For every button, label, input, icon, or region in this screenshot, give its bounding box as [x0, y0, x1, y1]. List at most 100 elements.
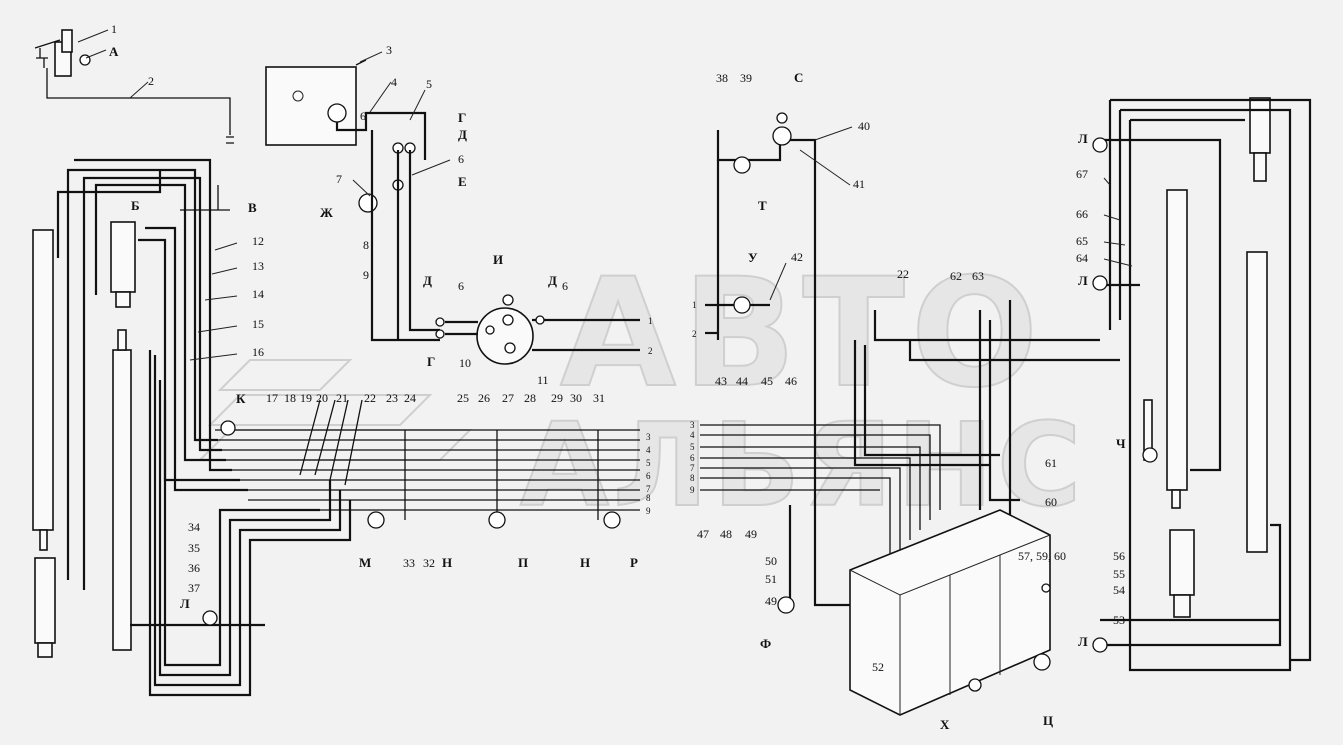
left-manifold: [215, 399, 640, 529]
num-14: 14: [252, 287, 264, 301]
num-22-right: 22: [897, 267, 909, 281]
num-9: 9: [363, 268, 369, 282]
label-k: К: [236, 391, 246, 406]
num-67: 67: [1076, 167, 1088, 181]
num-3: 3: [386, 43, 392, 57]
num-40: 40: [858, 119, 870, 133]
num-36: 36: [188, 561, 200, 575]
label-n-right: Н: [580, 555, 590, 570]
label-l-3: Л: [1078, 634, 1088, 649]
term-7-a: 7: [646, 484, 651, 494]
label-b: Б: [131, 198, 140, 213]
term-2-a: 2: [648, 346, 653, 356]
num-43: 43: [715, 374, 727, 388]
label-a: А: [109, 44, 119, 59]
term-7-b: 7: [690, 463, 695, 473]
num-63: 63: [972, 269, 984, 283]
num-31: 31: [593, 391, 605, 405]
label-e: Е: [458, 174, 467, 189]
num-24: 24: [404, 391, 416, 405]
num-6-left: 6: [458, 279, 464, 293]
num-52: 52: [872, 660, 884, 674]
term-3-a: 3: [646, 432, 651, 442]
num-8: 8: [363, 238, 369, 252]
trailer-brake-valve: [34, 29, 234, 144]
num-46: 46: [785, 374, 797, 388]
num-5: 5: [426, 77, 432, 91]
num-54: 54: [1113, 583, 1125, 597]
term-8-b: 8: [690, 473, 695, 483]
num-10: 10: [459, 356, 471, 370]
label-l-2: Л: [1078, 273, 1088, 288]
label-m: М: [359, 555, 371, 570]
watermark-line1: АВТО: [560, 247, 1044, 421]
num-30: 30: [570, 391, 582, 405]
num-48: 48: [720, 527, 732, 541]
label-d-right: Д: [548, 273, 557, 288]
num-20: 20: [316, 391, 328, 405]
num-17: 17: [266, 391, 278, 405]
num-25: 25: [457, 391, 469, 405]
label-d-top: Д: [458, 127, 467, 142]
label-u: У: [748, 250, 758, 265]
leader-lines: [77, 29, 1133, 361]
num-12: 12: [252, 234, 264, 248]
num-44: 44: [736, 374, 748, 388]
num-39: 39: [740, 71, 752, 85]
term-4-a: 4: [646, 445, 651, 455]
num-47: 47: [697, 527, 709, 541]
num-34: 34: [188, 520, 200, 534]
num-64: 64: [1076, 251, 1088, 265]
num-42: 42: [791, 250, 803, 264]
num-11: 11: [537, 373, 549, 387]
term-6-a: 6: [646, 471, 651, 481]
num-62: 62: [950, 269, 962, 283]
label-g-top: Г: [458, 110, 466, 125]
num-61: 61: [1045, 456, 1057, 470]
label-l-1: Л: [1078, 131, 1088, 146]
term-3-b: 3: [690, 420, 695, 430]
terminal-labels: 1 2 1 2 3 4 5 6 7 8 9 3 4 5 6 7 8 9: [646, 300, 697, 516]
num-19: 19: [300, 391, 312, 405]
num-6-right: 6: [562, 279, 568, 293]
num-26: 26: [478, 391, 490, 405]
num-27: 27: [502, 391, 514, 405]
num-1: 1: [111, 22, 117, 36]
main-valve: [435, 294, 640, 365]
num-6-extra: 6: [360, 109, 366, 123]
num-4: 4: [391, 75, 397, 89]
num-45: 45: [761, 374, 773, 388]
label-f: Ф: [760, 636, 771, 651]
term-8-a: 8: [646, 493, 651, 503]
receiver-group: [265, 59, 440, 342]
num-55: 55: [1113, 567, 1125, 581]
left-wire-harness: [56, 158, 352, 697]
num-56: 56: [1113, 549, 1125, 563]
num-49-bottom: 49: [765, 594, 777, 608]
num-37: 37: [188, 581, 200, 595]
num-32: 32: [423, 556, 435, 570]
label-r: Р: [630, 555, 638, 570]
letter-labels: А Б В Г Д Е Ж И Д Г Д К М Н П Н Р С Т У …: [109, 44, 1126, 732]
left-cylinders: [32, 221, 136, 658]
num-50: 50: [765, 554, 777, 568]
num-23: 23: [386, 391, 398, 405]
num-53: 53: [1113, 613, 1125, 627]
num-29: 29: [551, 391, 563, 405]
label-ch: Ч: [1116, 436, 1126, 451]
num-2: 2: [148, 74, 154, 88]
term-4-b: 4: [690, 430, 695, 440]
num-66: 66: [1076, 207, 1088, 221]
term-1-a: 1: [648, 316, 653, 326]
term-9-b: 9: [690, 485, 695, 495]
label-zh: Ж: [320, 205, 333, 220]
number-labels: 1 2 3 4 5 6 7 8 9 10 11 12 13 14 15 16 1…: [111, 22, 1125, 674]
term-9-a: 9: [646, 506, 651, 516]
num-7: 7: [336, 172, 342, 186]
num-18: 18: [284, 391, 296, 405]
center-right-pipes: [700, 112, 1120, 614]
num-41: 41: [853, 177, 865, 191]
term-5-b: 5: [690, 442, 695, 452]
tank-block: [849, 509, 1051, 716]
num-65: 65: [1076, 234, 1088, 248]
